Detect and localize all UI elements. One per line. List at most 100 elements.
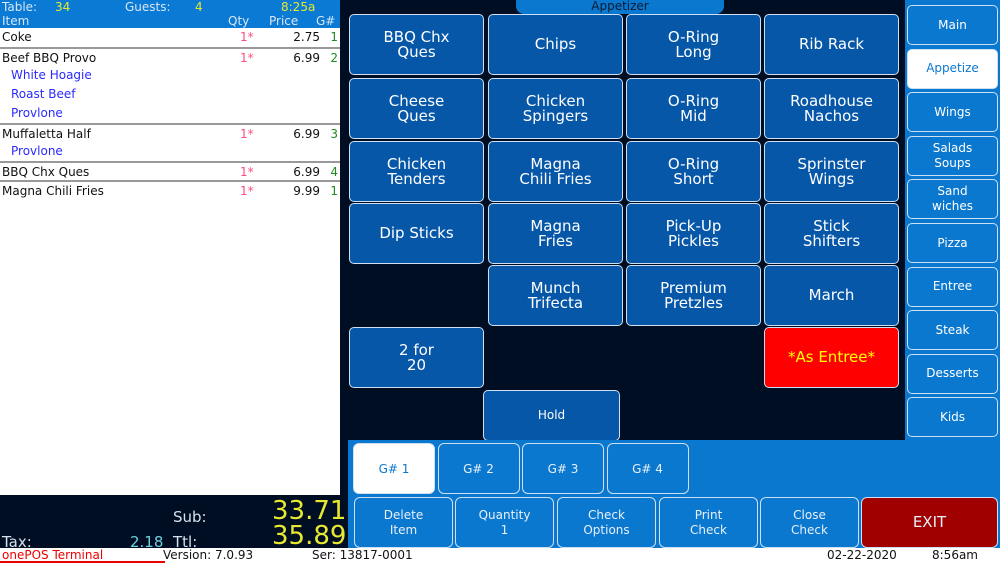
sub-label: Sub: (173, 508, 207, 526)
menu-item-button[interactable]: Munch Trifecta (488, 265, 623, 326)
menu-item-button[interactable]: Stick Shifters (764, 203, 899, 264)
category-tab[interactable]: Desserts (907, 353, 998, 394)
item-qty: 1* (240, 165, 254, 179)
item-guest: 1 (330, 30, 338, 44)
item-guest: 1 (330, 184, 338, 198)
item-qty: 1* (240, 30, 254, 44)
guest-tab[interactable]: G# 4 (606, 443, 689, 494)
table-row[interactable]: Coke 1* 2.75 1 (0, 28, 340, 47)
guest-tab[interactable]: G# 2 (437, 443, 520, 494)
menu-item-button[interactable]: *As Entree* (764, 327, 899, 388)
action-button[interactable]: EXIT (861, 497, 998, 548)
status-progress (0, 561, 165, 563)
item-modifier[interactable]: White Hoagie (0, 66, 340, 85)
item-name: Coke (2, 30, 32, 44)
modifier-label: Provlone (11, 144, 63, 158)
total-label: Ttl: (173, 533, 198, 551)
version: Version: 7.0.93 (163, 548, 254, 562)
item-modifier[interactable]: Provlone (0, 142, 340, 161)
item-name: Muffaletta Half (2, 127, 91, 141)
item-qty: 1* (240, 51, 254, 65)
action-button[interactable]: Close Check (760, 497, 859, 548)
menu-item-button[interactable]: O-Ring Mid (626, 78, 761, 139)
col-price: Price (269, 14, 299, 28)
category-tab[interactable]: Steak (907, 310, 998, 351)
menu-item-button[interactable]: Magna Fries (488, 203, 623, 264)
guest-tab[interactable]: G# 1 (353, 443, 435, 494)
menu-item-button[interactable]: 2 for 20 (349, 327, 484, 388)
order-time: 8:25a (281, 0, 316, 14)
category-tab[interactable]: Pizza (907, 223, 998, 263)
item-name: Magna Chili Fries (2, 184, 104, 198)
subtotal: 33.71 (272, 496, 347, 526)
menu-item-button[interactable]: Premium Pretzles (626, 265, 761, 326)
category-tab[interactable]: Appetize (907, 48, 998, 89)
menu-item-button[interactable]: Sprinster Wings (764, 141, 899, 202)
item-price: 9.99 (293, 184, 320, 198)
guests-count: 4 (195, 0, 203, 14)
item-qty: 1* (240, 127, 254, 141)
item-name: Beef BBQ Provo (2, 51, 97, 65)
serial: Ser: 13817-0001 (312, 548, 413, 562)
category-tab[interactable]: Entree (907, 266, 998, 307)
table-row[interactable]: Muffaletta Half 1* 6.99 3 (0, 123, 340, 142)
modifier-label: White Hoagie (11, 68, 92, 82)
guests-label: Guests: (125, 0, 171, 14)
item-price: 6.99 (293, 127, 320, 141)
item-modifier[interactable]: Roast Beef (0, 85, 340, 104)
category-tab[interactable]: Wings (907, 92, 998, 133)
action-button[interactable]: Print Check (659, 497, 758, 548)
menu-item-button[interactable]: Magna Chili Fries (488, 141, 623, 202)
item-name: BBQ Chx Ques (2, 165, 90, 179)
action-button[interactable]: Quantity 1 (455, 497, 554, 548)
category-tab[interactable]: Kids (907, 397, 998, 438)
menu-item-button[interactable]: Pick-Up Pickles (626, 203, 761, 264)
menu-item-button[interactable]: Rib Rack (764, 14, 899, 75)
menu-item-button[interactable]: BBQ Chx Ques (349, 14, 484, 75)
order-header: Table: 34 Guests: 4 8:25a Item Qty Price… (0, 0, 340, 28)
menu-item-button[interactable]: Cheese Ques (349, 78, 484, 139)
menu-item-button[interactable]: Roadhouse Nachos (764, 78, 899, 139)
status-bar: onePOS Terminal Version: 7.0.93 Ser: 138… (0, 548, 1000, 563)
menu-item-button[interactable]: Hold (483, 390, 620, 441)
action-button[interactable]: Delete Item (354, 497, 453, 548)
item-price: 2.75 (293, 30, 320, 44)
table-label: Table: (2, 0, 38, 14)
menu-item-button[interactable]: Chips (488, 14, 623, 75)
category-tab[interactable]: Sand wiches (907, 179, 998, 220)
menu-item-button[interactable]: O-Ring Short (626, 141, 761, 202)
tax-label: Tax: (2, 533, 32, 551)
col-guest: G# (316, 14, 336, 28)
table-number: 34 (55, 0, 71, 14)
item-modifier[interactable]: Provlone (0, 104, 340, 123)
item-guest: 4 (330, 165, 338, 179)
app-name: onePOS Terminal (2, 548, 104, 562)
modifier-label: Roast Beef (11, 87, 76, 101)
item-price: 6.99 (293, 165, 320, 179)
guest-tab[interactable]: G# 3 (522, 443, 604, 494)
table-row[interactable]: BBQ Chx Ques 1* 6.99 4 (0, 161, 340, 180)
clock: 8:56am (932, 548, 978, 562)
item-guest: 3 (330, 127, 338, 141)
menu-item-button[interactable]: O-Ring Long (626, 14, 761, 75)
item-price: 6.99 (293, 51, 320, 65)
item-qty: 1* (240, 184, 254, 198)
col-qty: Qty (228, 14, 250, 28)
action-button[interactable]: Check Options (557, 497, 656, 548)
menu-title: Appetizer (516, 0, 724, 14)
col-item: Item (2, 14, 30, 28)
table-row[interactable]: Magna Chili Fries 1* 9.99 1 (0, 180, 340, 199)
table-row[interactable]: Beef BBQ Provo 1* 6.99 2 (0, 47, 340, 66)
menu-item-button[interactable]: March (764, 265, 899, 326)
menu-item-button[interactable]: Chicken Tenders (349, 141, 484, 202)
date: 02-22-2020 (827, 548, 897, 562)
tax: 2.18 (130, 533, 164, 551)
menu-item-button[interactable]: Chicken Spingers (488, 78, 623, 139)
menu-item-button[interactable]: Dip Sticks (349, 203, 484, 264)
category-tab[interactable]: Salads Soups (907, 135, 998, 176)
category-tab[interactable]: Main (907, 5, 998, 45)
total: 35.89 (272, 521, 347, 551)
item-guest: 2 (330, 51, 338, 65)
modifier-label: Provlone (11, 106, 63, 120)
